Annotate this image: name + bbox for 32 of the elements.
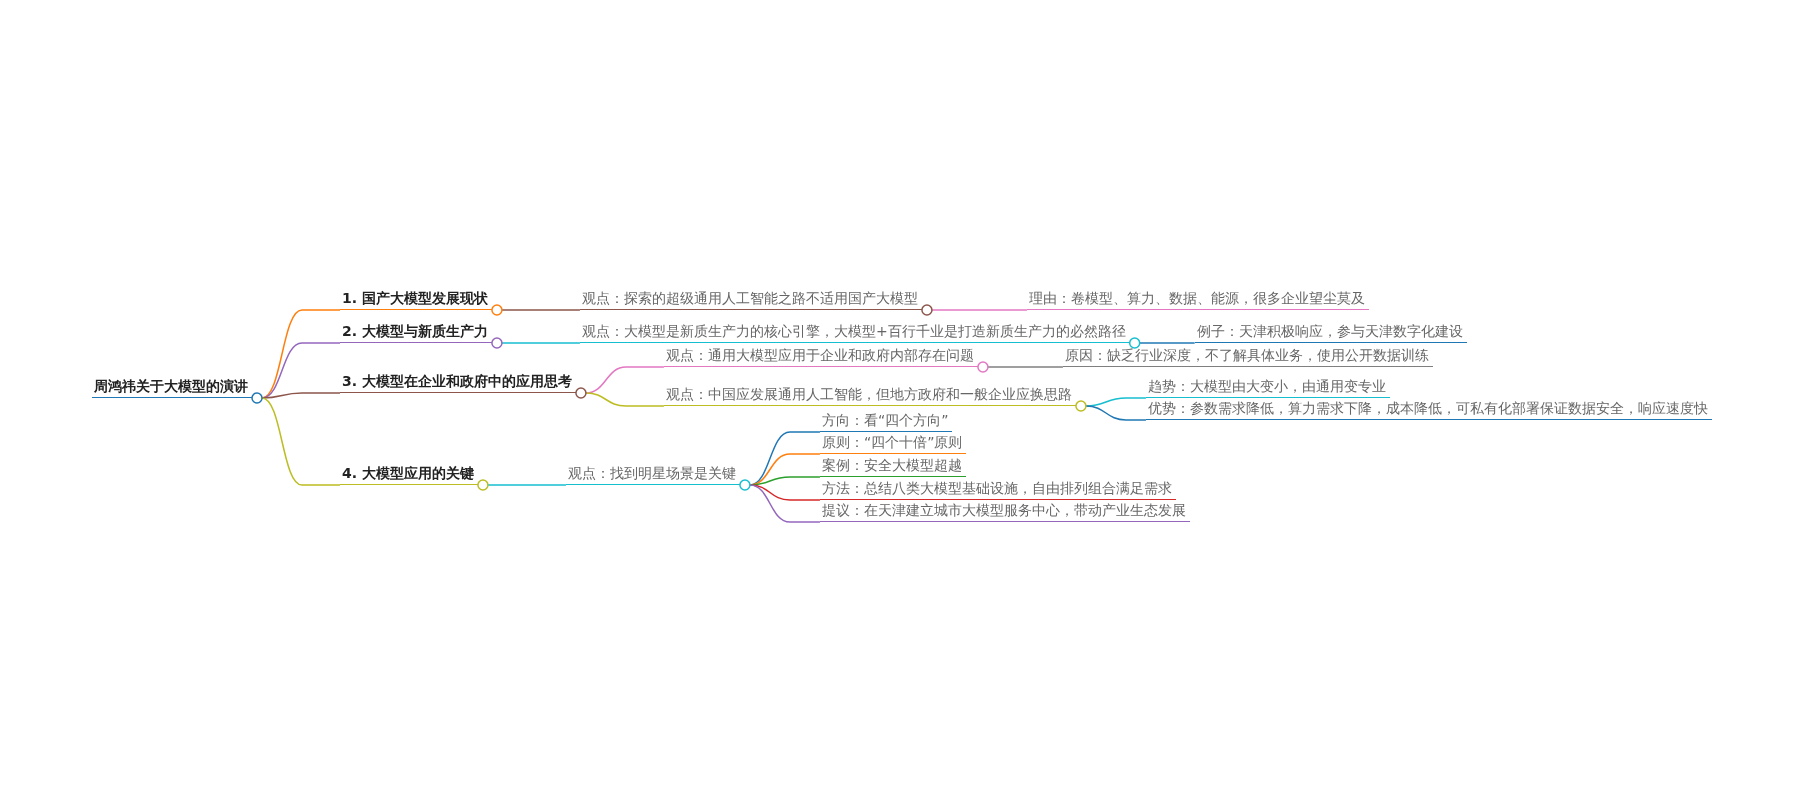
subtopic-node: 原则：“四个十倍”原则 bbox=[819, 432, 967, 454]
topic-node: 2. 大模型与新质生产力 bbox=[340, 321, 492, 343]
subtopic-node: 观点：找到明星场景是关键 bbox=[565, 463, 740, 485]
branch-line bbox=[261, 392, 341, 399]
subtopic-node: 趋势：大模型由大变小，由通用变专业 bbox=[1145, 376, 1390, 398]
subtopic-node: 观点：大模型是新质生产力的核心引擎，大模型+百行千业是打造新质生产力的必然路径 bbox=[579, 321, 1130, 343]
subtopic-node: 方向：看“四个方向” bbox=[819, 410, 953, 432]
topic-node: 3. 大模型在企业和政府中的应用思考 bbox=[340, 371, 576, 393]
subtopic-node: 案例：安全大模型超越 bbox=[819, 455, 966, 477]
subtopic-node: 优势：参数需求降低，算力需求下降，成本降低，可私有化部署保证数据安全，响应速度快 bbox=[1145, 398, 1712, 420]
subtopic-node: 观点：中国应发展通用人工智能，但地方政府和一般企业应换思路 bbox=[663, 384, 1076, 406]
branch-line bbox=[749, 484, 821, 523]
branch-line bbox=[501, 342, 581, 344]
branch-line bbox=[501, 309, 581, 311]
branch-line bbox=[585, 392, 665, 407]
subtopic-node: 理由：卷模型、算力、数据、能源，很多企业望尘莫及 bbox=[1026, 288, 1369, 310]
branch-line bbox=[987, 366, 1064, 368]
branch-line bbox=[1138, 342, 1196, 344]
subtopic-node: 例子：天津积极响应，参与天津数字化建设 bbox=[1194, 321, 1467, 343]
subtopic-node: 方法：总结八类大模型基础设施，自由排列组合满足需求 bbox=[819, 478, 1176, 500]
subtopic-node: 提议：在天津建立城市大模型服务中心，带动产业生态发展 bbox=[819, 500, 1190, 522]
branch-line bbox=[749, 484, 821, 501]
subtopic-node: 观点：通用大模型应用于企业和政府内部存在问题 bbox=[663, 345, 978, 367]
branch-line bbox=[1085, 405, 1147, 421]
topic-node: 1. 国产大模型发展现状 bbox=[340, 288, 492, 310]
topic-node: 周鸿祎关于大模型的演讲 bbox=[92, 376, 252, 398]
topic-node: 4. 大模型应用的关键 bbox=[340, 463, 478, 485]
subtopic-node: 原因：缺乏行业深度，不了解具体业务，使用公开数据训练 bbox=[1062, 345, 1433, 367]
branch-line bbox=[261, 397, 341, 486]
branch-line bbox=[931, 309, 1028, 311]
subtopic-node: 观点：探索的超级通用人工智能之路不适用国产大模型 bbox=[579, 288, 922, 310]
branch-line bbox=[487, 484, 567, 486]
